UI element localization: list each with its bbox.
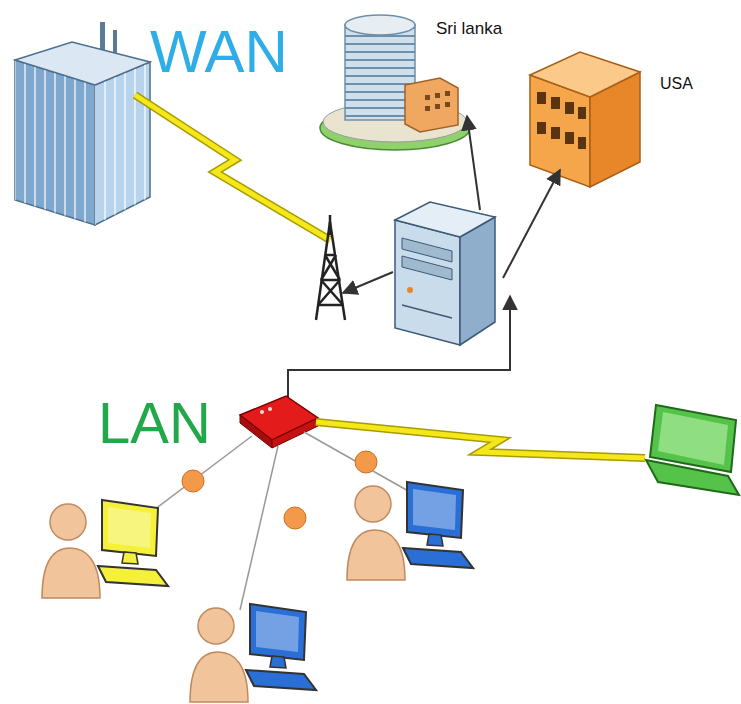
wireless-link bbox=[316, 422, 645, 458]
router bbox=[240, 396, 318, 448]
user-workstation bbox=[190, 604, 316, 702]
connection-dot bbox=[182, 451, 377, 529]
server bbox=[395, 202, 495, 345]
location-label: USA bbox=[660, 76, 693, 92]
office-tower bbox=[15, 22, 150, 225]
network-type-label: WAN bbox=[150, 22, 288, 82]
wireless-link bbox=[135, 95, 330, 240]
location-label: Sri lanka bbox=[436, 20, 502, 37]
server-arrows bbox=[288, 116, 560, 398]
user-workstation bbox=[347, 482, 473, 580]
user-workstation bbox=[42, 500, 168, 598]
antenna-tower bbox=[316, 215, 345, 320]
laptop bbox=[646, 405, 739, 495]
network-type-label: LAN bbox=[98, 394, 211, 452]
usa-building bbox=[530, 52, 640, 187]
